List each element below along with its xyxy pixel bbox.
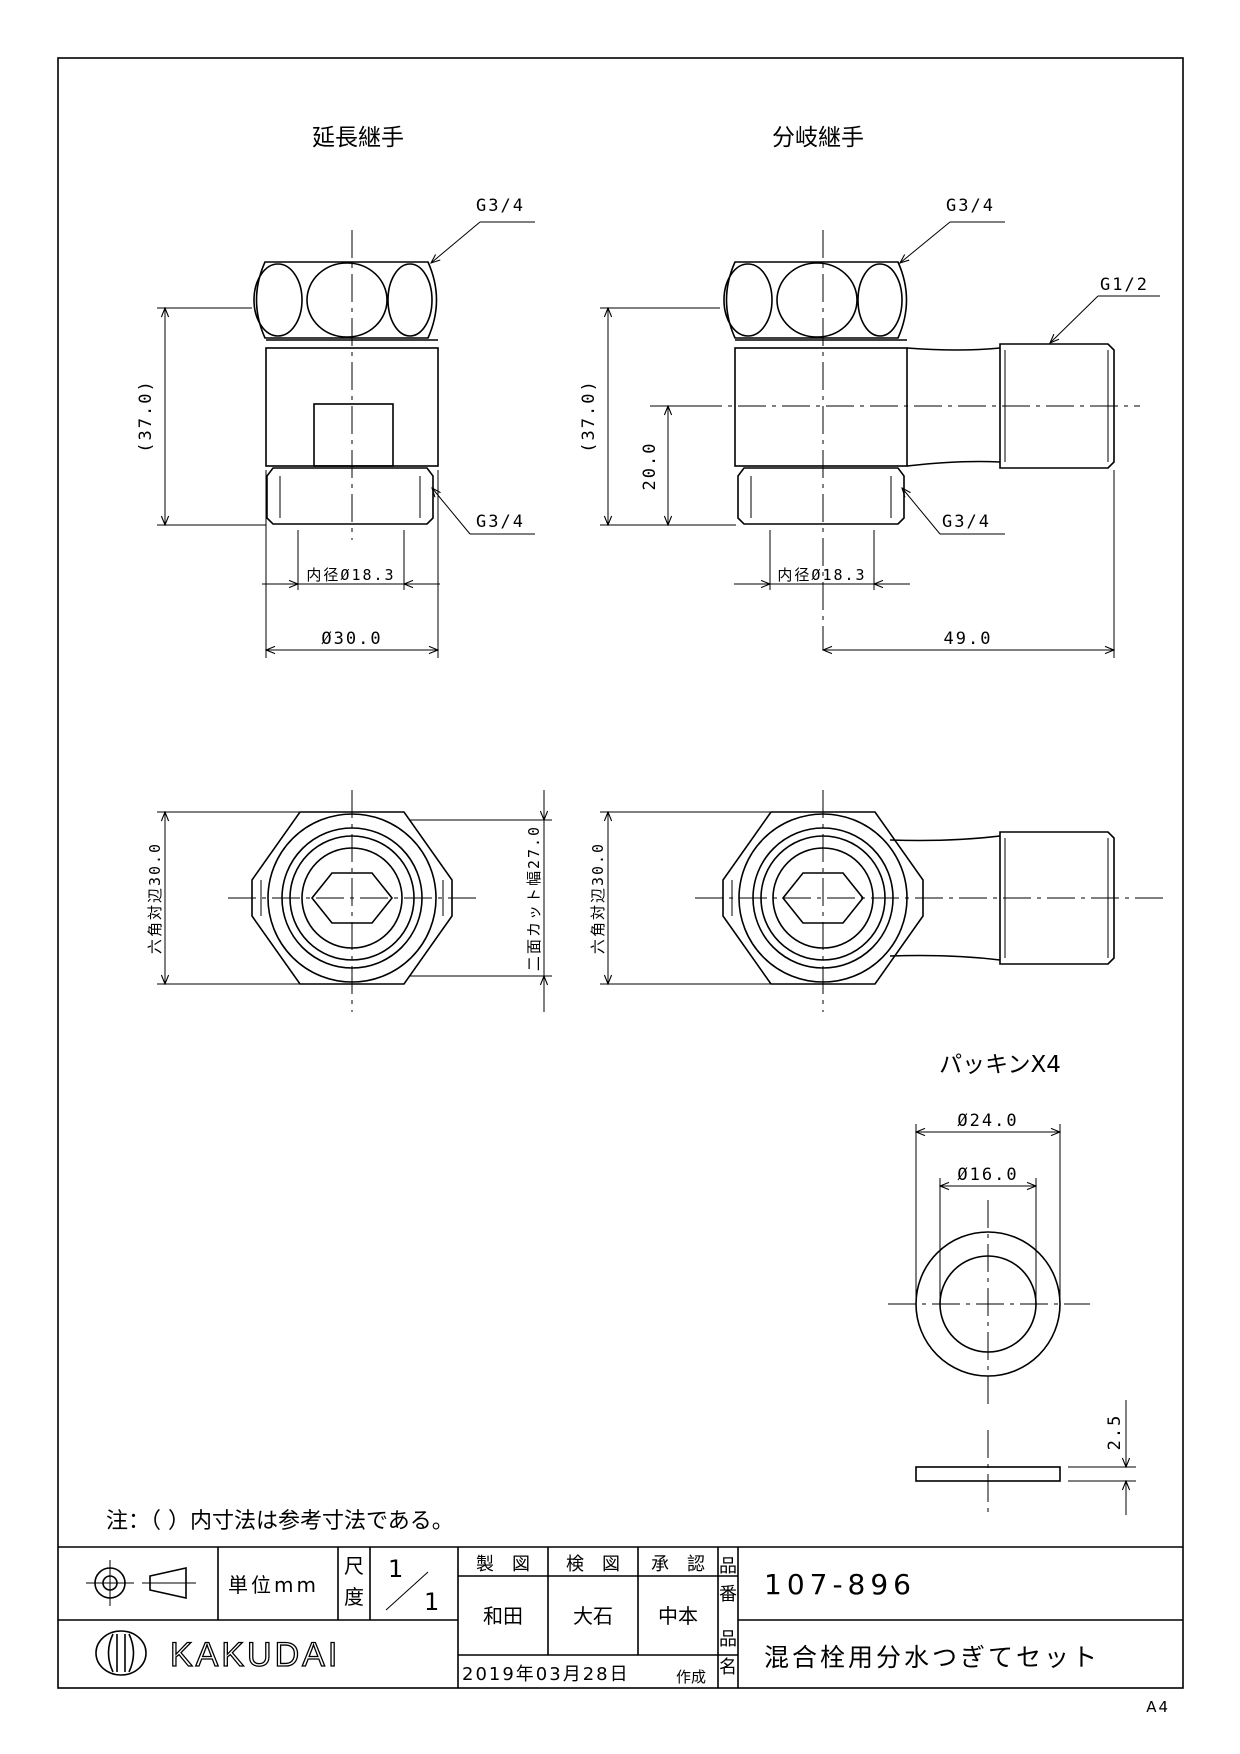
packing-title: パッキンX4 (939, 1052, 1061, 1078)
part-no-label-1: 品 (719, 1556, 737, 1577)
hex-across-flats-dim-1: 六角対辺30.0 (146, 842, 164, 954)
checked-label: 検 図 (566, 1554, 620, 1575)
part-name: 混合栓用分水つぎてセット (764, 1643, 1100, 1672)
checked-by: 大石 (573, 1604, 613, 1628)
part-name-label-2: 名 (719, 1657, 737, 1678)
br-height-dim: (37.0) (579, 379, 599, 452)
kakudai-logo: KAKUDAI (95, 1630, 340, 1676)
branch-joint-front-view: G3/4 G1/2 G3/4 (37.0) 20.0 内径Ø18.3 49.0 (579, 196, 1160, 658)
extension-view-title: 延長継手 (312, 125, 404, 151)
scale-numerator: 1 (388, 1555, 403, 1583)
hex-across-flats-dim-2: 六角対辺30.0 (589, 842, 607, 954)
ext-outer-dia-dim: Ø30.0 (321, 629, 382, 649)
br-offset-dim: 20.0 (640, 442, 660, 491)
ext-top-thread-label: G3/4 (476, 196, 525, 216)
creation-date: 2019年03月28日 (462, 1664, 630, 1685)
packing-outer-dia-dim: Ø24.0 (957, 1111, 1018, 1131)
br-bottom-thread-label: G3/4 (942, 512, 991, 532)
packing-thickness-dim: 2.5 (1105, 1414, 1125, 1451)
flat-cut-width-dim: 二面カット幅27.0 (525, 825, 543, 971)
drawn-by: 和田 (483, 1604, 523, 1628)
ext-bottom-thread-label: G3/4 (476, 512, 525, 532)
unit-label: 単位mm (228, 1573, 319, 1597)
brand-name: KAKUDAI (170, 1636, 340, 1674)
reference-dimension-note: 注：（ ）内寸法は参考寸法である。 (106, 1509, 454, 1534)
created-label: 作成 (676, 1668, 706, 1686)
scale-denominator: 1 (424, 1588, 439, 1616)
br-side-thread-label: G1/2 (1100, 275, 1149, 295)
branch-view-title: 分岐継手 (772, 125, 864, 151)
packing-inner-dia-dim: Ø16.0 (957, 1165, 1018, 1185)
br-length-dim: 49.0 (944, 629, 993, 649)
ext-height-dim: (37.0) (136, 379, 156, 452)
approved-label: 承 認 (651, 1554, 705, 1575)
branch-joint-top-view: 六角対辺30.0 (589, 790, 1168, 1012)
packing-views: パッキンX4 Ø24.0 Ø16.0 2.5 (888, 1052, 1136, 1515)
part-number: 107-896 (764, 1568, 916, 1601)
br-top-thread-label: G3/4 (946, 196, 995, 216)
sheet-size: A4 (1146, 1698, 1170, 1716)
br-inner-dia-dim: 内径Ø18.3 (777, 566, 866, 584)
part-no-label-2: 番 (719, 1584, 737, 1605)
title-block: 単位mm 尺 度 1 1 製 図 検 図 承 認 和田 大石 中本 品 番 10… (58, 1546, 1183, 1688)
scale-label-2: 度 (344, 1585, 364, 1609)
drawn-label: 製 図 (476, 1554, 530, 1575)
part-name-label-1: 品 (719, 1629, 737, 1650)
ext-inner-dia-dim: 内径Ø18.3 (306, 566, 395, 584)
approved-by: 中本 (658, 1604, 698, 1628)
scale-label-1: 尺 (344, 1554, 364, 1578)
extension-joint-front-view: G3/4 G3/4 (37.0) 内径Ø18.3 Ø30.0 (136, 196, 535, 658)
extension-joint-top-view: 六角対辺30.0 二面カット幅27.0 (146, 790, 552, 1012)
drawing-frame (57, 57, 1184, 1689)
third-angle-projection-icon (86, 1560, 196, 1606)
